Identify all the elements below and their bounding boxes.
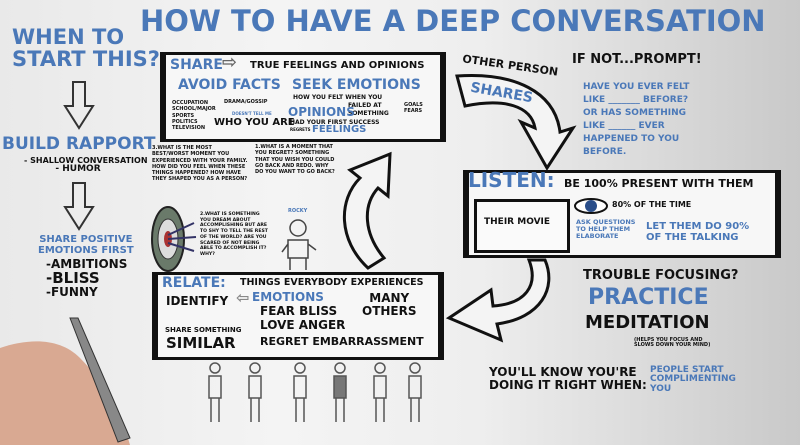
- listen-headline: BE 100% PRESENT WITH THEM: [564, 177, 754, 190]
- question-2: 2.WHAT IS SOMETHING YOU DREAM ABOUT ACCO…: [200, 212, 268, 258]
- person-icon: [373, 362, 387, 422]
- seek-emotions: SEEK EMOTIONS: [292, 77, 421, 93]
- when-to-start-heading: WHEN TO START THIS?: [12, 26, 160, 70]
- arrow-right-icon: ⇨: [222, 52, 238, 73]
- emotions-label: EMOTIONS: [252, 290, 324, 304]
- person-icon: [248, 362, 262, 422]
- rapport-item: - HUMOR: [55, 164, 101, 175]
- positive-items: -AMBITIONS -BLISS -FUNNY: [46, 258, 127, 299]
- rocky-label: ROCKY: [288, 208, 308, 214]
- who-you-are: WHO YOU ARE: [214, 117, 295, 128]
- tv-icon: [474, 199, 570, 253]
- text-line: LIKE _______ BEFORE?: [583, 95, 689, 105]
- text-line: YOU'LL KNOW YOU'RE: [489, 365, 637, 379]
- text-line: BEFORE.: [583, 147, 627, 157]
- practice: PRACTICE: [588, 285, 709, 310]
- share-box: [160, 52, 446, 142]
- text-line: OR HAS SOMETHING: [583, 108, 687, 118]
- text-line: HAVE YOU EVER FELT: [583, 82, 690, 92]
- text-line: YOU: [650, 383, 672, 394]
- trouble-focusing: TROUBLE FOCUSING?: [583, 268, 739, 283]
- ask-questions: ASK QUESTIONS TO HELP THEM ELABORATE: [576, 219, 635, 239]
- similar: SIMILAR: [166, 334, 236, 352]
- regrets: REGRETS: [290, 127, 311, 132]
- down-arrow-icon: [63, 182, 95, 231]
- let-them-talk: LET THEM DO 90% OF THE TALKING: [646, 221, 750, 243]
- text-line: PEOPLE START: [650, 365, 724, 375]
- curved-back-arrow-icon: [445, 258, 551, 343]
- failed-at: FAILED AT SOMETHING: [348, 102, 389, 117]
- feelings: FEELINGS: [312, 124, 367, 135]
- opinions: OPINIONS: [288, 105, 355, 119]
- curved-up-arrow-icon: [342, 151, 392, 270]
- identify: IDENTIFY: [166, 294, 229, 308]
- drama-gossip: DRAMA/GOSSIP: [224, 99, 268, 105]
- their-movie: THEIR MOVIE: [484, 217, 551, 227]
- text-line: SHARE POSITIVE: [39, 234, 133, 245]
- text-line: OF THE TALKING: [646, 231, 739, 243]
- avoid-facts: AVOID FACTS: [178, 77, 281, 93]
- relate-box: [152, 272, 444, 360]
- person-icon: [208, 362, 222, 422]
- share-label: SHARE: [170, 57, 223, 73]
- branch-arrow-icon: ⇦: [236, 288, 250, 307]
- emotion-row: REGRET EMBARRASSMENT: [260, 335, 424, 348]
- list-item: -AMBITIONS: [46, 257, 128, 271]
- question-1: 1.WHAT IS A MOMENT THAT YOU REGRET? SOME…: [255, 144, 335, 175]
- curved-down-arrow-icon: [455, 73, 577, 171]
- people-figures: [208, 362, 422, 422]
- know-doing-right: YOU'LL KNOW YOU'RE DOING IT RIGHT WHEN:: [489, 366, 647, 391]
- prompt-questions: HAVE YOU EVER FELT LIKE _______ BEFORE? …: [583, 81, 689, 159]
- person-icon: [333, 362, 347, 422]
- build-rapport: BUILD RAPPORT: [2, 134, 156, 154]
- rapport-item: - SHALLOW CONVERSATION: [24, 156, 148, 165]
- text-line: ASK QUESTIONS: [576, 218, 636, 226]
- rapport-items: - SHALLOW CONVERSATION - HUMOR: [24, 156, 148, 175]
- how-felt: HOW YOU FELT WHEN YOU: [293, 94, 383, 101]
- text-line: SLOWS DOWN YOUR MIND): [634, 342, 711, 349]
- share-headline: TRUE FEELINGS AND OPINIONS: [250, 60, 425, 71]
- rocky-figure-icon: [281, 219, 317, 270]
- many-others: MANY OTHERS: [362, 292, 417, 317]
- text-line: OTHERS: [362, 303, 417, 318]
- question-3: 3.WHAT IS THE MOST BEST/WORST MOMENT YOU…: [152, 145, 248, 183]
- goals-fears: GOALS FEARS: [404, 102, 423, 115]
- facts-list: OCCUPATION SCHOOL/MAJOR SPORTS POLITICS …: [172, 100, 216, 131]
- listen-label: LISTEN:: [468, 168, 555, 192]
- text-line: DOING IT RIGHT WHEN:: [489, 377, 647, 392]
- heading-line: WHEN TO: [12, 25, 125, 49]
- text-line: MANY: [369, 291, 410, 305]
- relate-label: RELATE:: [162, 275, 226, 291]
- text-line: TO HELP THEM: [576, 224, 631, 233]
- text-line: EMOTIONS FIRST: [38, 244, 134, 256]
- text-line: (HELPS YOU FOCUS AND: [634, 337, 703, 343]
- text-line: COMPLIMENTING: [650, 374, 736, 385]
- text-line: LIKE ______ EVER: [583, 121, 665, 131]
- compliment-result: PEOPLE START COMPLIMENTING YOU: [650, 365, 736, 394]
- prompt-heading: IF NOT...PROMPT!: [572, 52, 702, 67]
- list-item: -BLISS: [46, 268, 100, 287]
- text-line: LET THEM DO 90%: [646, 221, 750, 232]
- emotion-row: LOVE ANGER: [260, 318, 346, 332]
- person-icon: [408, 362, 422, 422]
- first-success: HAD YOUR FIRST SUCCESS: [290, 119, 380, 126]
- dartboard-icon: [151, 206, 197, 272]
- meditation: MEDITATION: [585, 312, 710, 333]
- eye-time: 80% OF THE TIME: [612, 200, 692, 209]
- doesnt-tell: DOESN'T TELL ME: [232, 111, 272, 116]
- person-icon: [293, 362, 307, 422]
- share-something: SHARE SOMETHING: [165, 326, 242, 334]
- text-line: ELABORATE: [576, 231, 619, 240]
- page-title: HOW TO HAVE A DEEP CONVERSATION: [140, 4, 766, 38]
- list-item: -FUNNY: [46, 285, 98, 300]
- text-line: HAPPENED TO YOU: [583, 134, 680, 144]
- eye-icon: [574, 198, 608, 214]
- emotion-row: FEAR BLISS: [260, 304, 338, 318]
- heading-line: START THIS?: [12, 47, 160, 72]
- relate-headline: THINGS EVERYBODY EXPERIENCES: [240, 277, 424, 288]
- hand-with-marker: [0, 317, 131, 445]
- helps-note: (HELPS YOU FOCUS AND SLOWS DOWN YOUR MIN…: [634, 337, 711, 349]
- down-arrow-icon: [63, 81, 95, 130]
- share-positive: SHARE POSITIVE EMOTIONS FIRST: [38, 234, 134, 256]
